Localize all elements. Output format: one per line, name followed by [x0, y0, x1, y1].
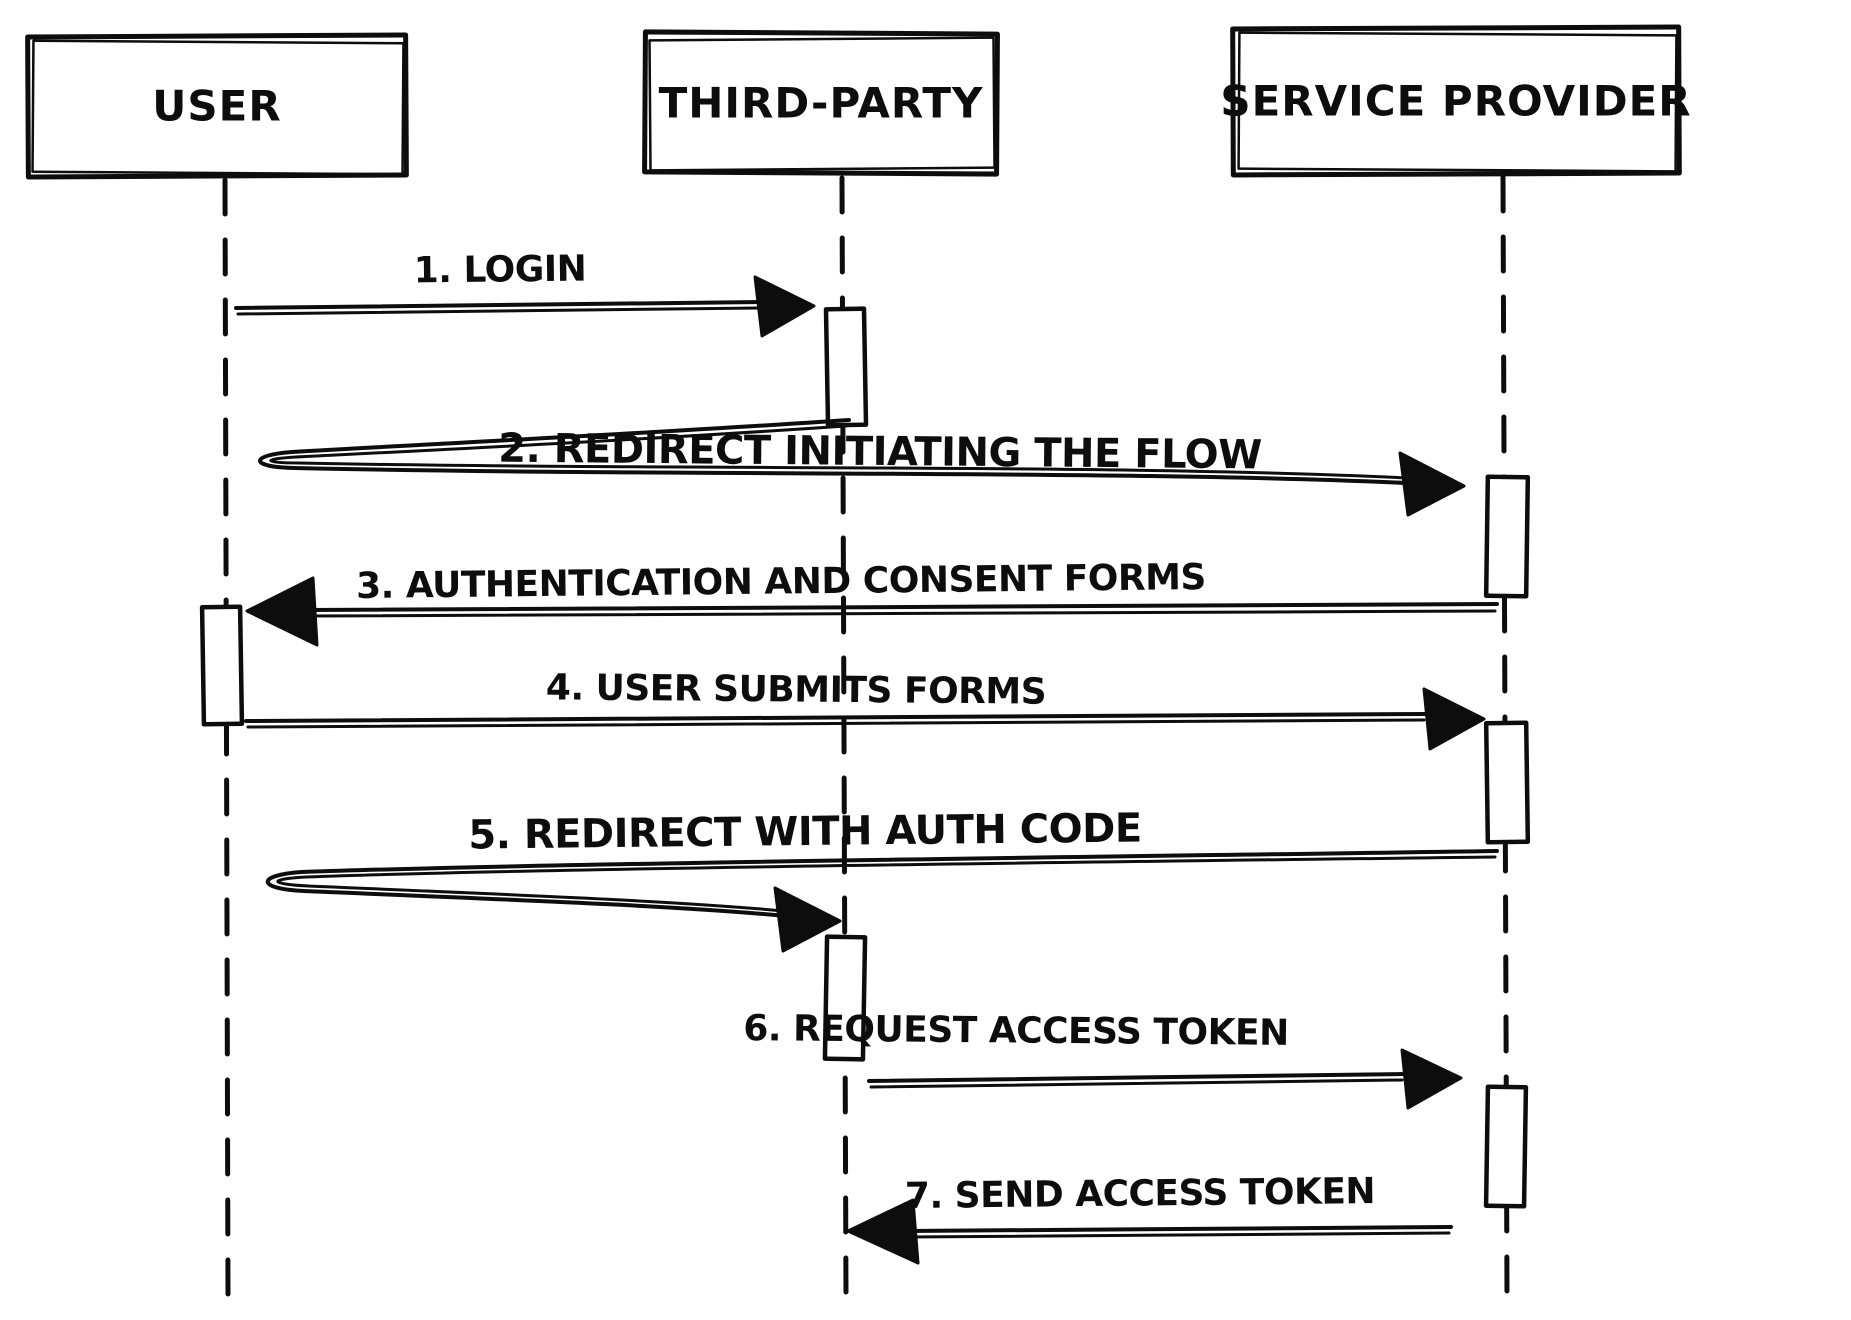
message-label-7: 7. SEND ACCESS TOKEN: [904, 1171, 1376, 1217]
message-label-2: 2. REDIRECT INITIATING THE FLOW: [498, 425, 1262, 479]
message-arrow-4: [244, 687, 1486, 751]
actor-name-third-party: THIRD-PARTY: [658, 78, 984, 128]
message-label-6: 6. REQUEST ACCESS TOKEN: [743, 1008, 1289, 1054]
message-arrow-5: [265, 849, 1499, 953]
arrowhead-right-2: [1398, 451, 1466, 517]
actor-box-third-party: [642, 29, 1000, 177]
activation-service-provider-2: [1483, 720, 1531, 845]
activation-service-provider-3: [1483, 1084, 1529, 1209]
arrowhead-right-1: [753, 275, 816, 338]
arrowhead-right-4: [1422, 687, 1486, 751]
arrowhead-left-7: [846, 1198, 920, 1265]
actor-box-service-provider: [1230, 24, 1682, 178]
arrowhead-left-3: [245, 576, 319, 647]
message-arrow-2: [258, 418, 1466, 517]
arrowhead-right-6: [1400, 1048, 1463, 1110]
actor-name-user: USER: [152, 81, 282, 131]
arrowhead-right-5: [773, 886, 842, 953]
actor-box-user: [25, 32, 409, 180]
message-arrow-3: [245, 576, 1499, 647]
message-label-4: 4. USER SUBMITS FORMS: [545, 667, 1047, 713]
activation-user-1: [199, 604, 245, 727]
message-label-5: 5. REDIRECT WITH AUTH CODE: [468, 805, 1142, 859]
activation-service-provider-1: [1483, 474, 1531, 599]
message-arrow-6: [867, 1048, 1463, 1110]
lifeline-user: [222, 177, 231, 1301]
message-label-1: 1. LOGIN: [413, 248, 587, 292]
actor-name-service-provider: SERVICE PROVIDER: [1220, 76, 1692, 126]
activation-third-party-2: [822, 934, 868, 1062]
activation-third-party-1: [823, 306, 869, 428]
message-arrow-7: [846, 1198, 1453, 1265]
message-arrow-1: [234, 275, 816, 338]
